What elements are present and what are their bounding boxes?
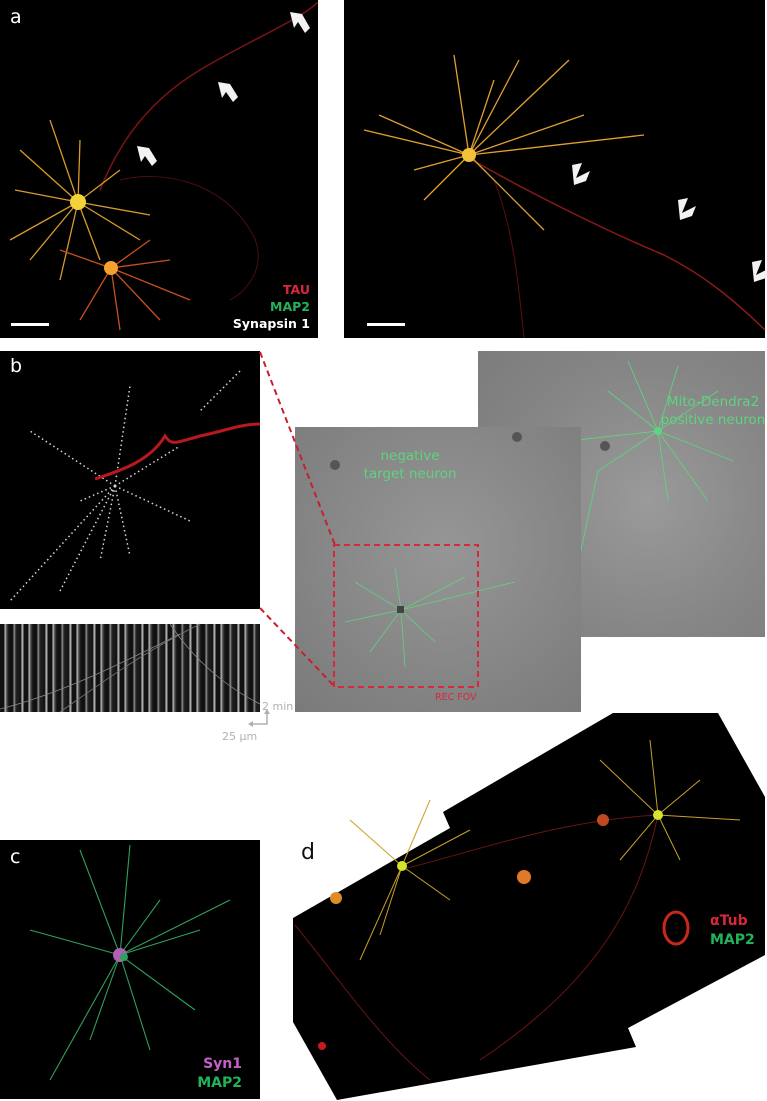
legend-panel-d: αTub MAP2: [710, 912, 755, 950]
neuron-tau-map2-syn-drawing: [9, 1, 319, 331]
legend-tau: TAU: [283, 282, 310, 297]
legend-map2: MAP2: [270, 299, 310, 314]
legend-atub: αTub: [710, 913, 748, 929]
label-line1: Mito-Dendra2: [666, 394, 760, 410]
label-line2: target neuron: [363, 466, 457, 482]
negative-target-label: negative target neuron: [350, 447, 470, 483]
kymograph-image: [0, 623, 261, 713]
legend-panel-a: TAU MAP2 Synapsin 1: [233, 281, 310, 332]
panel-label-d: d: [301, 840, 315, 865]
rec-fov-label: REC FOV: [435, 692, 477, 703]
label-line1: negative: [380, 448, 440, 464]
neuron-axon-drawing: [363, 54, 767, 339]
kymograph-traces: [0, 623, 261, 713]
legend-panel-c: Syn1 MAP2: [197, 1055, 242, 1093]
scale-bar: [11, 323, 49, 326]
panel-label-c: c: [10, 846, 21, 868]
neuron-syn1-map2-drawing: [29, 844, 231, 1081]
label-line2: positive neuron: [660, 412, 766, 428]
legend-synapsin: Synapsin 1: [232, 316, 310, 331]
panel-a-left-image: a TAU MAP2 Synapsin 1: [0, 0, 319, 338]
panel-label-b: b: [10, 355, 23, 377]
legend-map2: MAP2: [710, 932, 755, 948]
mito-dendra2-label: Mito-Dendra2 positive neuron: [653, 393, 767, 429]
legend-syn1: Syn1: [203, 1056, 242, 1072]
synapse-puncta-drawing: [9, 370, 261, 602]
positive-neuron-drawing: [567, 360, 734, 612]
kymograph-space-scale: 25 µm: [222, 730, 258, 743]
panel-a-right-image: [344, 0, 767, 339]
panel-label-a: a: [10, 6, 22, 28]
arrow-icons: [137, 12, 310, 166]
panel-c-image: c Syn1 MAP2: [0, 840, 260, 1099]
panel-b-synapse-image: b: [0, 351, 261, 609]
scale-bar: [367, 323, 405, 326]
legend-map2: MAP2: [197, 1075, 242, 1091]
arrow-icons: [572, 163, 767, 282]
negative-target-neuron-image: negative target neuron REC FOV: [295, 427, 581, 712]
